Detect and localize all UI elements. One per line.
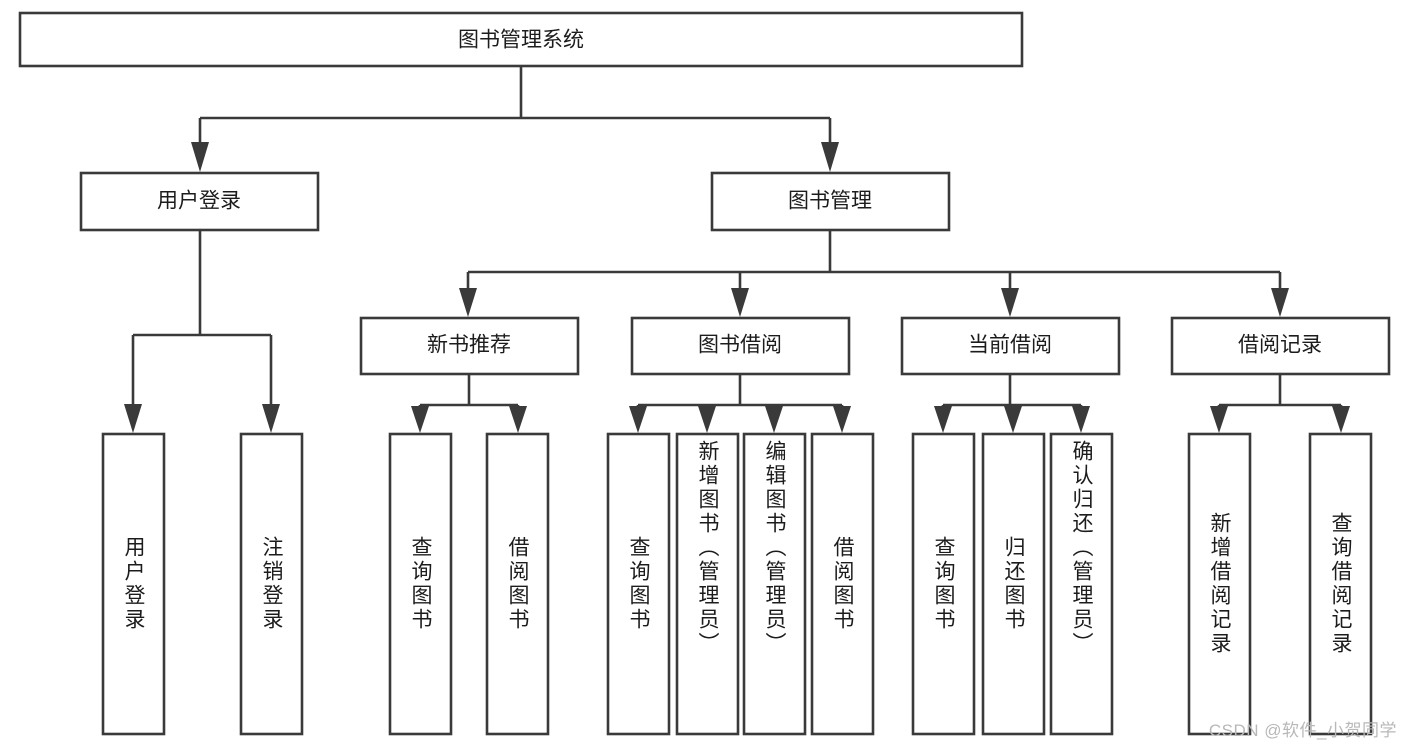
leaf-label-query-book-current: 查询图书 bbox=[932, 536, 955, 632]
node-leaf-query-record-box[interactable] bbox=[1308, 432, 1373, 736]
leaf-label-user-login: 用户登录 bbox=[122, 536, 145, 632]
node-borrow-record[interactable]: 借阅记录 bbox=[1170, 316, 1391, 376]
node-book-borrow-box[interactable] bbox=[630, 316, 851, 376]
arrow-head-leaf-borrow-book-rec bbox=[509, 406, 527, 433]
arrow-head-leaf-query-book-current bbox=[934, 406, 952, 433]
node-leaf-add-book-box[interactable] bbox=[675, 432, 740, 736]
node-leaf-user-login: 用户登录 bbox=[122, 536, 145, 632]
node-leaf-borrow-book: 借阅图书 bbox=[831, 536, 854, 632]
node-root-label: 图书管理系统 bbox=[458, 29, 584, 52]
node-leaf-borrow-book-rec: 借阅图书 bbox=[506, 536, 529, 632]
leaf-label-confirm-return: 确认归还（管理员） bbox=[1070, 440, 1093, 656]
node-book-manage-box[interactable] bbox=[710, 171, 951, 232]
node-leaf-add-book: 新增图书（管理员） bbox=[696, 440, 719, 656]
leaf-label-query-book-borrow: 查询图书 bbox=[627, 536, 650, 632]
node-user-login-box[interactable] bbox=[79, 171, 320, 232]
node-leaf-edit-book: 编辑图书（管理员） bbox=[763, 440, 786, 656]
node-book-manage[interactable]: 图书管理 bbox=[710, 171, 951, 232]
node-user-login[interactable]: 用户登录 bbox=[79, 171, 320, 232]
node-leaf-confirm-return: 确认归还（管理员） bbox=[1070, 440, 1093, 656]
node-borrow-record-label: 借阅记录 bbox=[1238, 334, 1322, 357]
arrow-head-user-login bbox=[191, 142, 209, 172]
node-current-borrow[interactable]: 当前借阅 bbox=[900, 316, 1121, 376]
node-leaf-query-record: 查询借阅记录 bbox=[1329, 512, 1352, 656]
leaf-label-logout: 注销登录 bbox=[260, 536, 283, 632]
node-leaf-return-book: 归还图书 bbox=[1002, 536, 1025, 632]
node-leaf-edit-book-box[interactable] bbox=[742, 432, 807, 736]
arrow-head-leaf-user-login bbox=[124, 404, 142, 433]
node-leaf-query-book-current-box[interactable] bbox=[911, 432, 976, 736]
node-leaf-user-login-box[interactable] bbox=[101, 432, 166, 736]
arrow-head-leaf-add-book bbox=[698, 406, 716, 433]
arrow-head-leaf-return-book bbox=[1004, 406, 1022, 433]
leaf-label-edit-book: 编辑图书（管理员） bbox=[763, 440, 786, 656]
node-leaf-return-book-box[interactable] bbox=[981, 432, 1046, 736]
node-root[interactable]: 图书管理系统 bbox=[18, 11, 1024, 68]
node-leaf-query-book-rec-box[interactable] bbox=[388, 432, 453, 736]
arrow-head-leaf-confirm-return bbox=[1072, 406, 1090, 433]
node-root-box[interactable] bbox=[18, 11, 1024, 68]
node-leaf-add-record-box[interactable] bbox=[1187, 432, 1252, 736]
node-borrow-record-box[interactable] bbox=[1170, 316, 1391, 376]
leaf-label-borrow-book: 借阅图书 bbox=[831, 536, 854, 632]
node-book-borrow[interactable]: 图书借阅 bbox=[630, 316, 851, 376]
arrow-head-book-borrow bbox=[731, 288, 749, 317]
node-leaf-query-book-borrow: 查询图书 bbox=[627, 536, 650, 632]
arrow-head-leaf-query-book-borrow bbox=[629, 406, 647, 433]
node-leaf-add-record: 新增借阅记录 bbox=[1208, 512, 1231, 656]
arrow-head-leaf-logout bbox=[262, 404, 280, 433]
watermark-text: CSDN @软件_小贺同学 bbox=[1208, 721, 1397, 740]
node-leaf-borrow-book-rec-box[interactable] bbox=[485, 432, 550, 736]
node-leaf-query-book-borrow-box[interactable] bbox=[606, 432, 671, 736]
node-leaf-query-book-rec: 查询图书 bbox=[409, 536, 432, 632]
node-leaf-logout-box[interactable] bbox=[239, 432, 304, 736]
leaf-label-return-book: 归还图书 bbox=[1002, 536, 1025, 632]
node-new-book-recommend-box[interactable] bbox=[359, 316, 580, 376]
node-new-book-recommend[interactable]: 新书推荐 bbox=[359, 316, 580, 376]
arrow-head-borrow-record bbox=[1271, 288, 1289, 317]
arrow-head-leaf-query-record bbox=[1332, 406, 1350, 433]
connector-layer bbox=[124, 66, 1350, 433]
leaf-label-query-book-rec: 查询图书 bbox=[409, 536, 432, 632]
node-current-borrow-box[interactable] bbox=[900, 316, 1121, 376]
arrow-head-leaf-edit-book bbox=[765, 406, 783, 433]
leaf-label-borrow-book-rec: 借阅图书 bbox=[506, 536, 529, 632]
node-current-borrow-label: 当前借阅 bbox=[968, 334, 1052, 357]
node-leaf-borrow-book-box[interactable] bbox=[810, 432, 875, 736]
node-new-book-recommend-label: 新书推荐 bbox=[427, 334, 511, 357]
node-layer: 图书管理系统 用户登录 图书管理 新书推荐 图书借阅 当前 bbox=[18, 11, 1391, 736]
arrow-head-new-book-recommend bbox=[459, 288, 477, 317]
node-leaf-query-book-current: 查询图书 bbox=[932, 536, 955, 632]
node-user-login-label: 用户登录 bbox=[157, 190, 241, 213]
node-leaf-confirm-return-box[interactable] bbox=[1049, 432, 1114, 736]
arrow-head-leaf-query-book-rec bbox=[411, 406, 429, 433]
arrow-head-book-manage bbox=[821, 142, 839, 172]
leaf-label-add-record: 新增借阅记录 bbox=[1208, 512, 1231, 656]
leaf-label-add-book: 新增图书（管理员） bbox=[696, 440, 719, 656]
arrow-head-leaf-borrow-book bbox=[833, 406, 851, 433]
arrow-head-leaf-add-record bbox=[1210, 406, 1228, 433]
node-book-borrow-label: 图书借阅 bbox=[698, 334, 782, 357]
node-leaf-logout: 注销登录 bbox=[260, 536, 283, 632]
node-book-manage-label: 图书管理 bbox=[788, 190, 872, 213]
arrow-head-current-borrow bbox=[1001, 288, 1019, 317]
leaf-label-query-record: 查询借阅记录 bbox=[1329, 512, 1352, 656]
